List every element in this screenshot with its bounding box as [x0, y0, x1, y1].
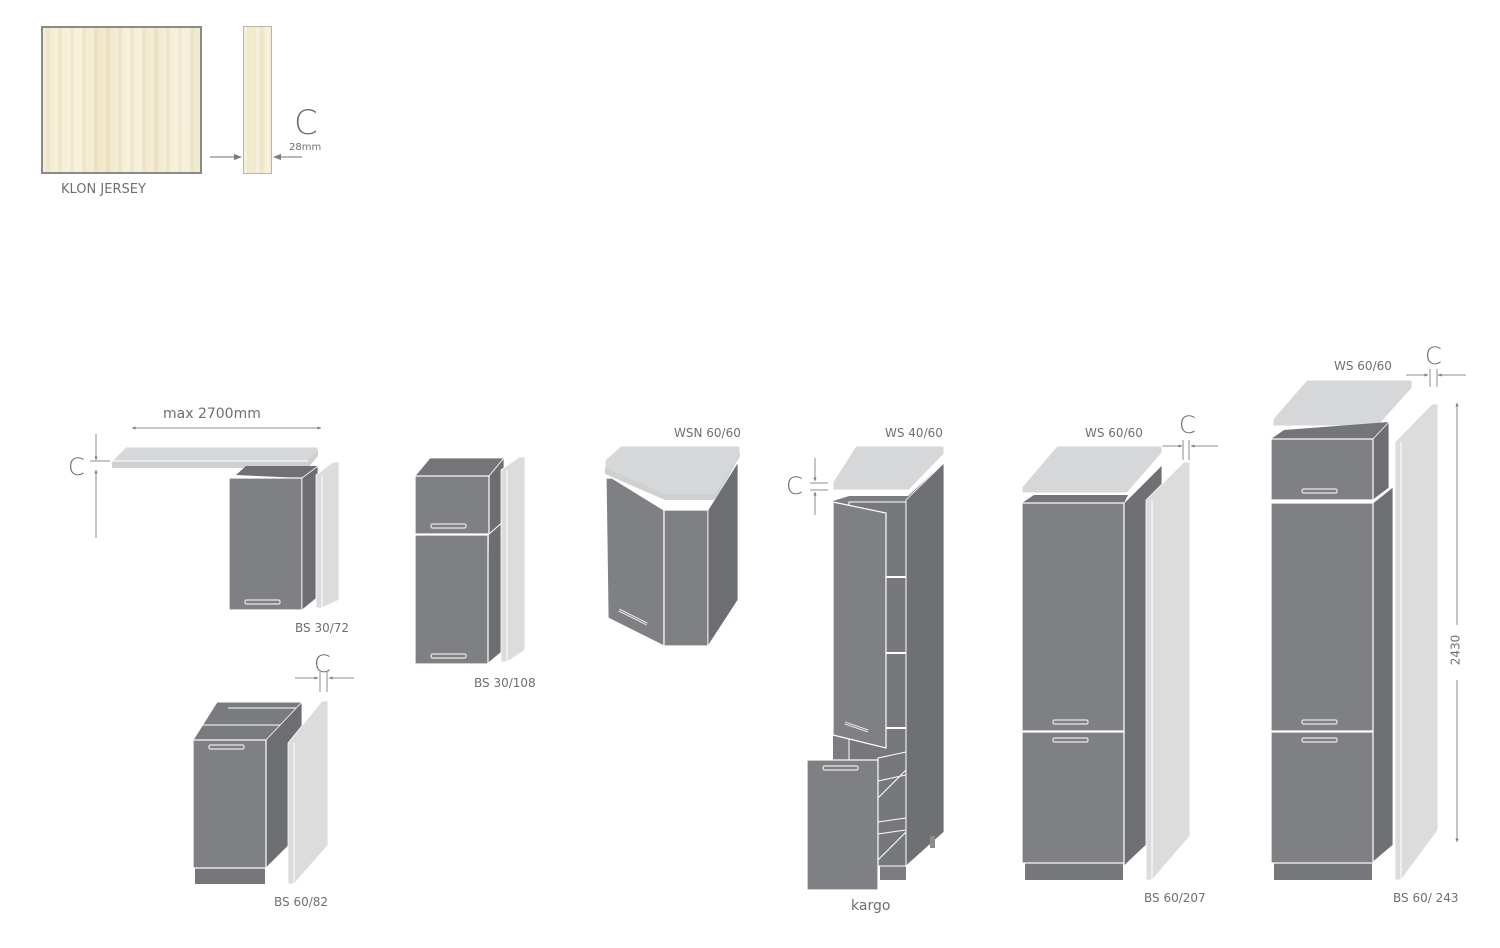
- material-swatch: [41, 26, 202, 174]
- cabinet-wsn-60-60: [604, 445, 741, 648]
- thickness-symbol: C: [294, 103, 318, 143]
- edge-sample: [243, 26, 272, 174]
- gap-symbol: C: [1179, 411, 1196, 439]
- cabinet-label: BS 60/ 243: [1393, 891, 1459, 905]
- cabinet-bs-30-108: [414, 456, 526, 665]
- cabinet-label: WS 60/60: [1334, 359, 1392, 373]
- cabinet-bs-30-72: [90, 426, 340, 611]
- thickness-label: 28mm: [289, 142, 322, 153]
- cabinet-bs-60-243: [1270, 369, 1466, 881]
- worktop-max-length: max 2700mm: [163, 406, 261, 422]
- material-name: KLON JERSEY: [61, 182, 146, 197]
- cabinet-ws-40-60-kargo: [806, 445, 945, 891]
- cabinet-label: BS 60/207: [1144, 891, 1206, 905]
- cabinet-bs-60-207: [1021, 440, 1218, 881]
- cabinet-bs-60-82: [192, 672, 354, 885]
- cabinet-label: WSN 60/60: [674, 426, 741, 440]
- cabinet-label: WS 60/60: [1085, 426, 1143, 440]
- cabinet-label: BS 60/82: [274, 895, 329, 909]
- gap-symbol: C: [1425, 342, 1442, 370]
- total-height-label: 2430: [1448, 634, 1463, 666]
- gap-symbol: C: [786, 472, 803, 500]
- gap-symbol: C: [314, 650, 331, 678]
- cabinet-label: WS 40/60: [885, 426, 943, 440]
- gap-symbol: C: [68, 453, 85, 481]
- cabinet-label: BS 30/72: [295, 621, 350, 635]
- cabinet-label: kargo: [851, 898, 891, 914]
- cabinet-label: BS 30/108: [474, 676, 536, 690]
